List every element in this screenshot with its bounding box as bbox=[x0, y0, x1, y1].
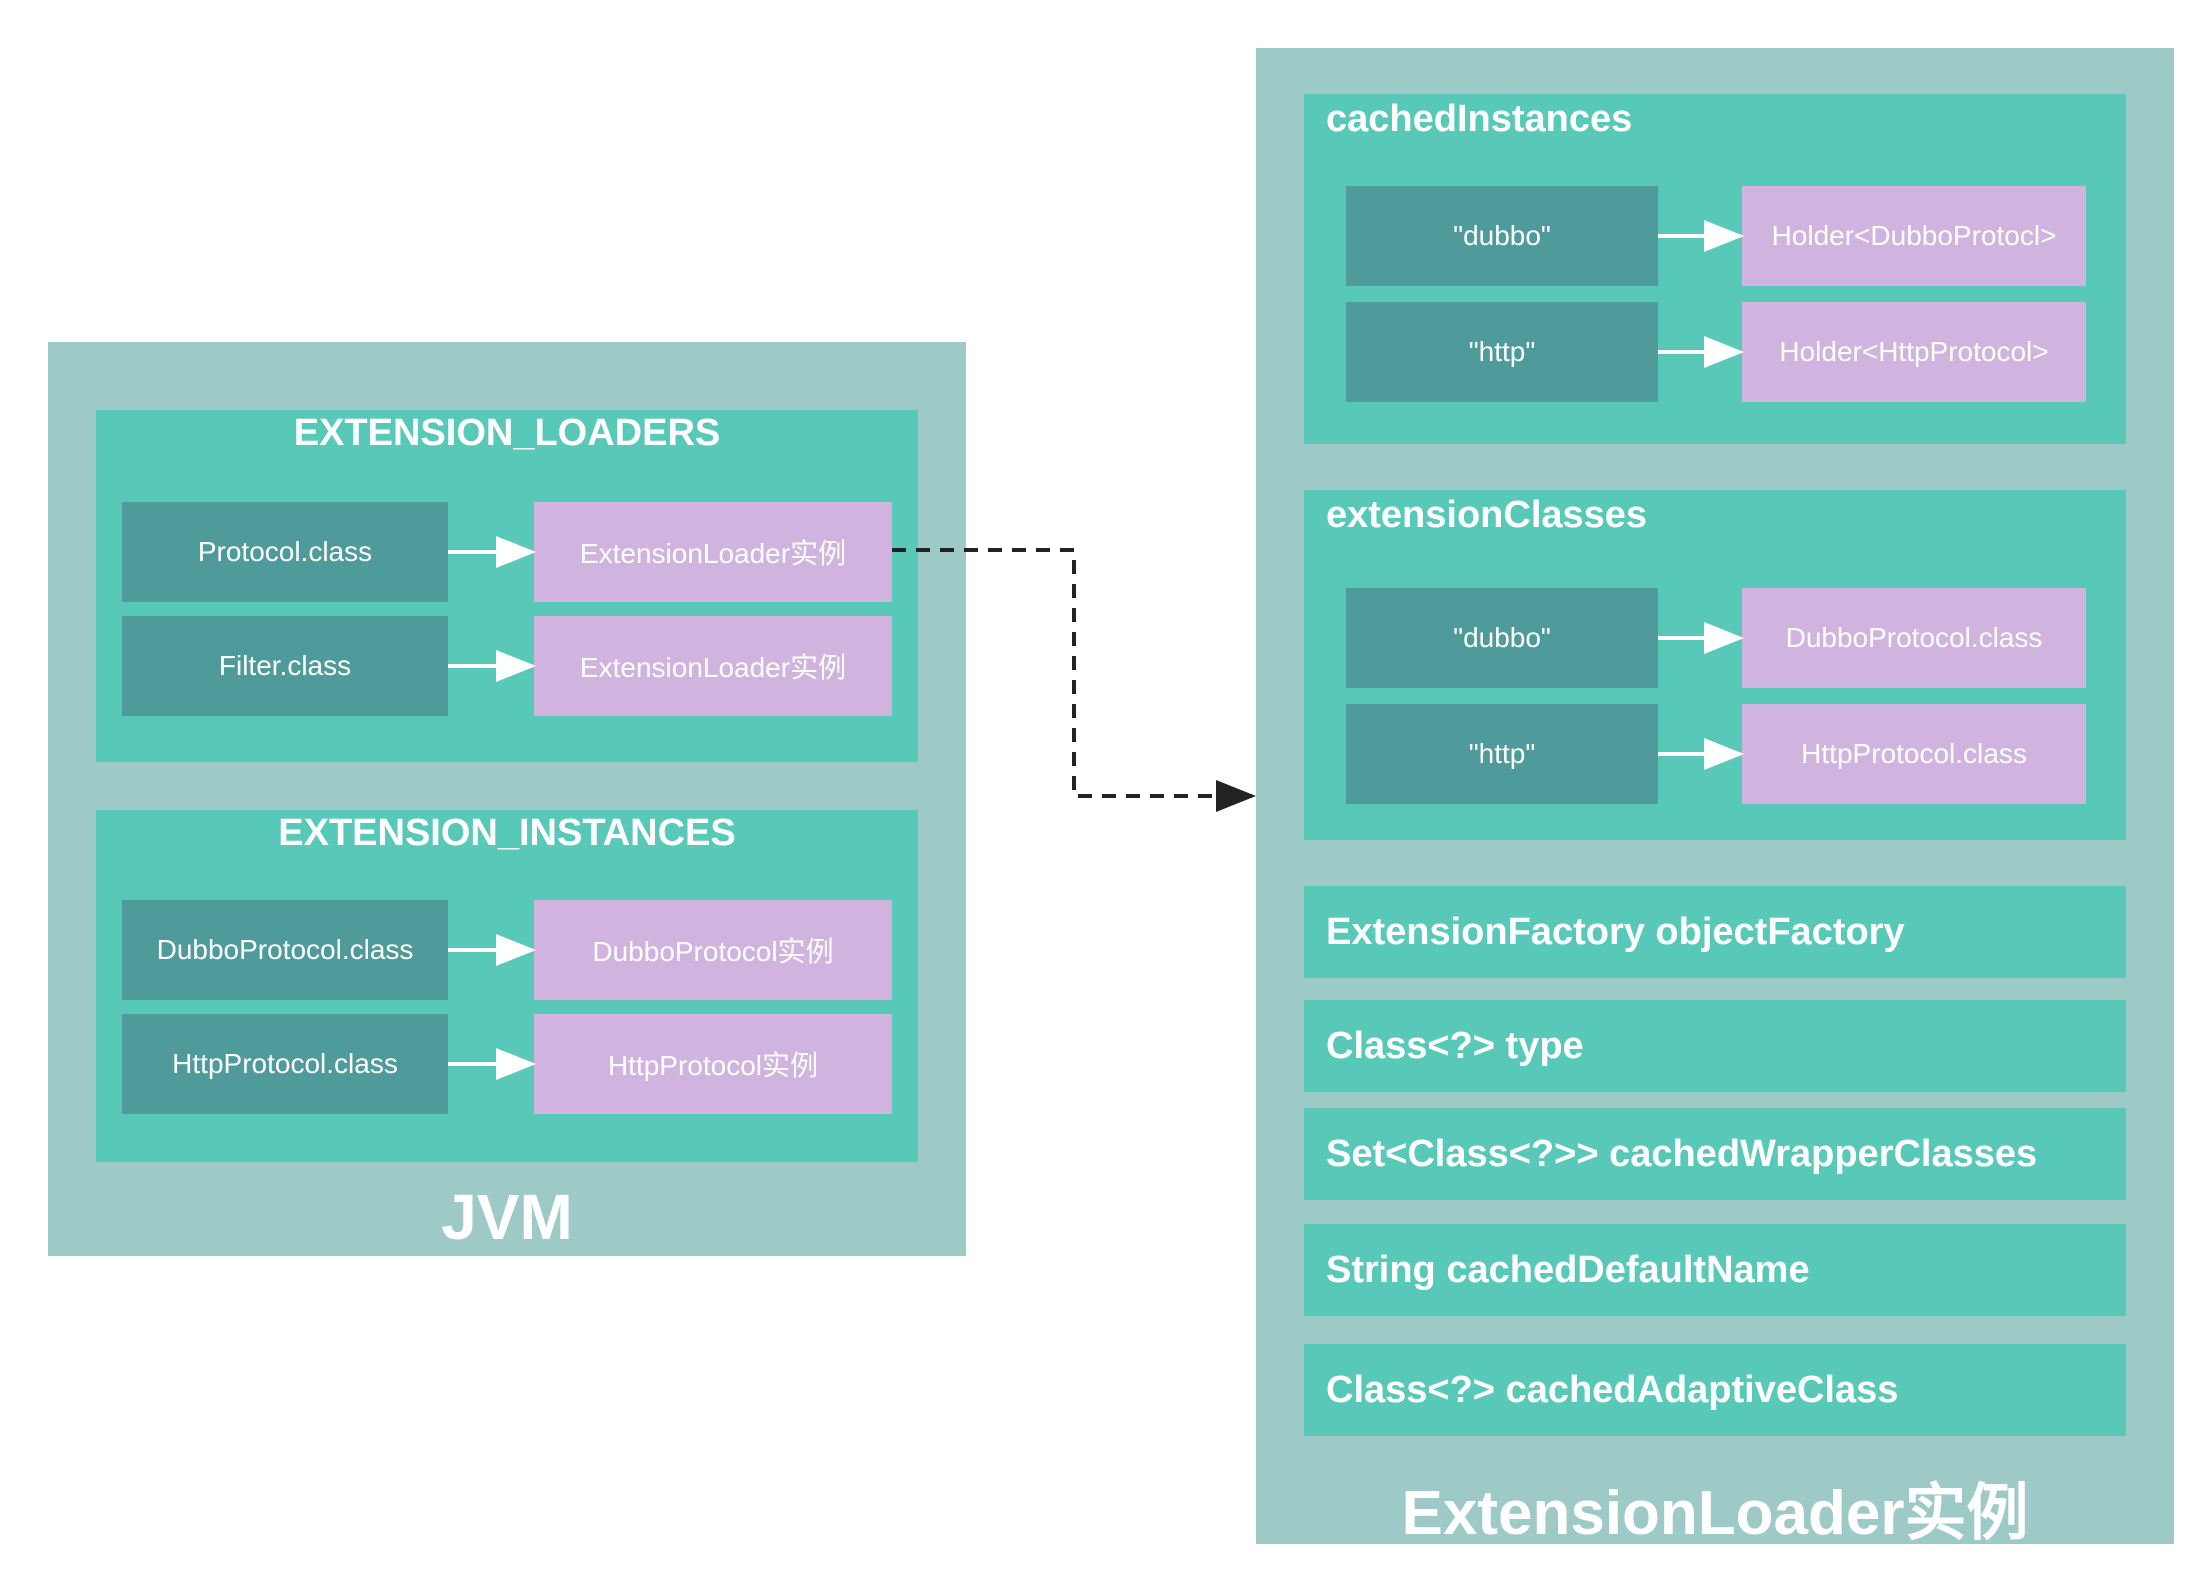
map-value: HttpProtocol.class bbox=[1742, 704, 2086, 804]
map-key: Filter.class bbox=[122, 616, 448, 716]
extension-loader-label: ExtensionLoader实例 bbox=[1401, 1479, 2029, 1548]
map-key: HttpProtocol.class bbox=[122, 1014, 448, 1114]
map-key: "dubbo" bbox=[1346, 588, 1658, 688]
cached-instances-title: cachedInstances bbox=[1326, 98, 1633, 140]
field-row: String cachedDefaultName bbox=[1304, 1224, 2126, 1316]
map-value: DubboProtocol实例 bbox=[534, 900, 892, 1000]
extension-loaders-title: EXTENSION_LOADERS bbox=[293, 412, 721, 454]
map-key: "dubbo" bbox=[1346, 186, 1658, 286]
jvm-label: JVM bbox=[441, 1181, 573, 1253]
map-value: DubboProtocol.class bbox=[1742, 588, 2086, 688]
field-row: ExtensionFactory objectFactory bbox=[1304, 886, 2126, 978]
map-key: Protocol.class bbox=[122, 502, 448, 602]
map-value: Holder<HttpProtocol> bbox=[1742, 302, 2086, 402]
map-value: HttpProtocol实例 bbox=[534, 1014, 892, 1114]
extension-classes-title: extensionClasses bbox=[1326, 494, 1648, 536]
map-value: ExtensionLoader实例 bbox=[534, 616, 892, 716]
map-key: "http" bbox=[1346, 704, 1658, 804]
field-row: Set<Class<?>> cachedWrapperClasses bbox=[1304, 1108, 2126, 1200]
field-row: Class<?> type bbox=[1304, 1000, 2126, 1092]
extension-instances-title: EXTENSION_INSTANCES bbox=[278, 812, 736, 854]
map-value: Holder<DubboProtocl> bbox=[1742, 186, 2086, 286]
map-value: ExtensionLoader实例 bbox=[534, 502, 892, 602]
reference-connector bbox=[892, 548, 1256, 812]
field-row: Class<?> cachedAdaptiveClass bbox=[1304, 1344, 2126, 1436]
map-key: DubboProtocol.class bbox=[122, 900, 448, 1000]
map-key: "http" bbox=[1346, 302, 1658, 402]
